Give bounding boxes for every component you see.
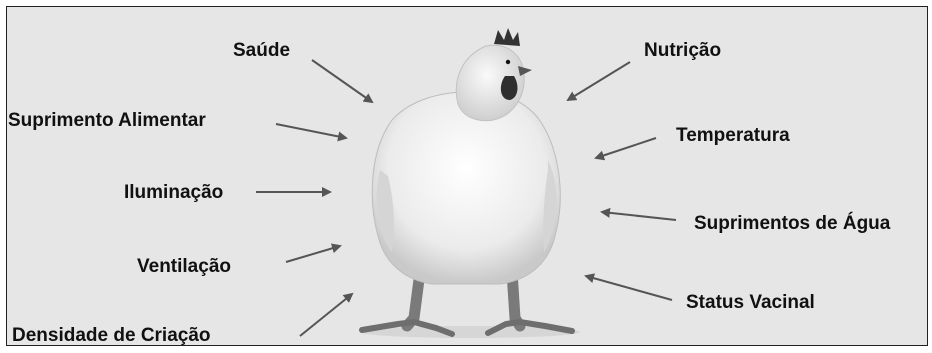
- arrows-right: [568, 62, 676, 300]
- label-nutricao: Nutrição: [644, 41, 721, 60]
- arrow-ventilacao: [286, 246, 340, 262]
- label-iluminacao: Iluminação: [124, 183, 223, 202]
- arrow-saude: [312, 60, 372, 102]
- label-densidade-de-criacao: Densidade de Criação: [12, 326, 211, 345]
- label-saude: Saúde: [233, 41, 290, 60]
- arrow-status-vacinal: [586, 276, 672, 300]
- chicken-illustration: [360, 28, 580, 338]
- label-temperatura: Temperatura: [676, 126, 790, 145]
- label-status-vacinal: Status Vacinal: [686, 293, 815, 312]
- arrows-left: [256, 60, 372, 336]
- label-suprimentos-de-agua: Suprimentos de Água: [694, 214, 890, 233]
- arrow-suprimento-alimentar: [276, 124, 346, 138]
- arrow-temperatura: [596, 138, 656, 158]
- arrow-nutricao: [568, 62, 630, 100]
- label-ventilacao: Ventilação: [137, 257, 231, 276]
- arrow-densidade: [300, 294, 352, 336]
- arrow-suprimentos-agua: [602, 212, 676, 220]
- label-suprimento-alimentar: Suprimento Alimentar: [8, 111, 206, 130]
